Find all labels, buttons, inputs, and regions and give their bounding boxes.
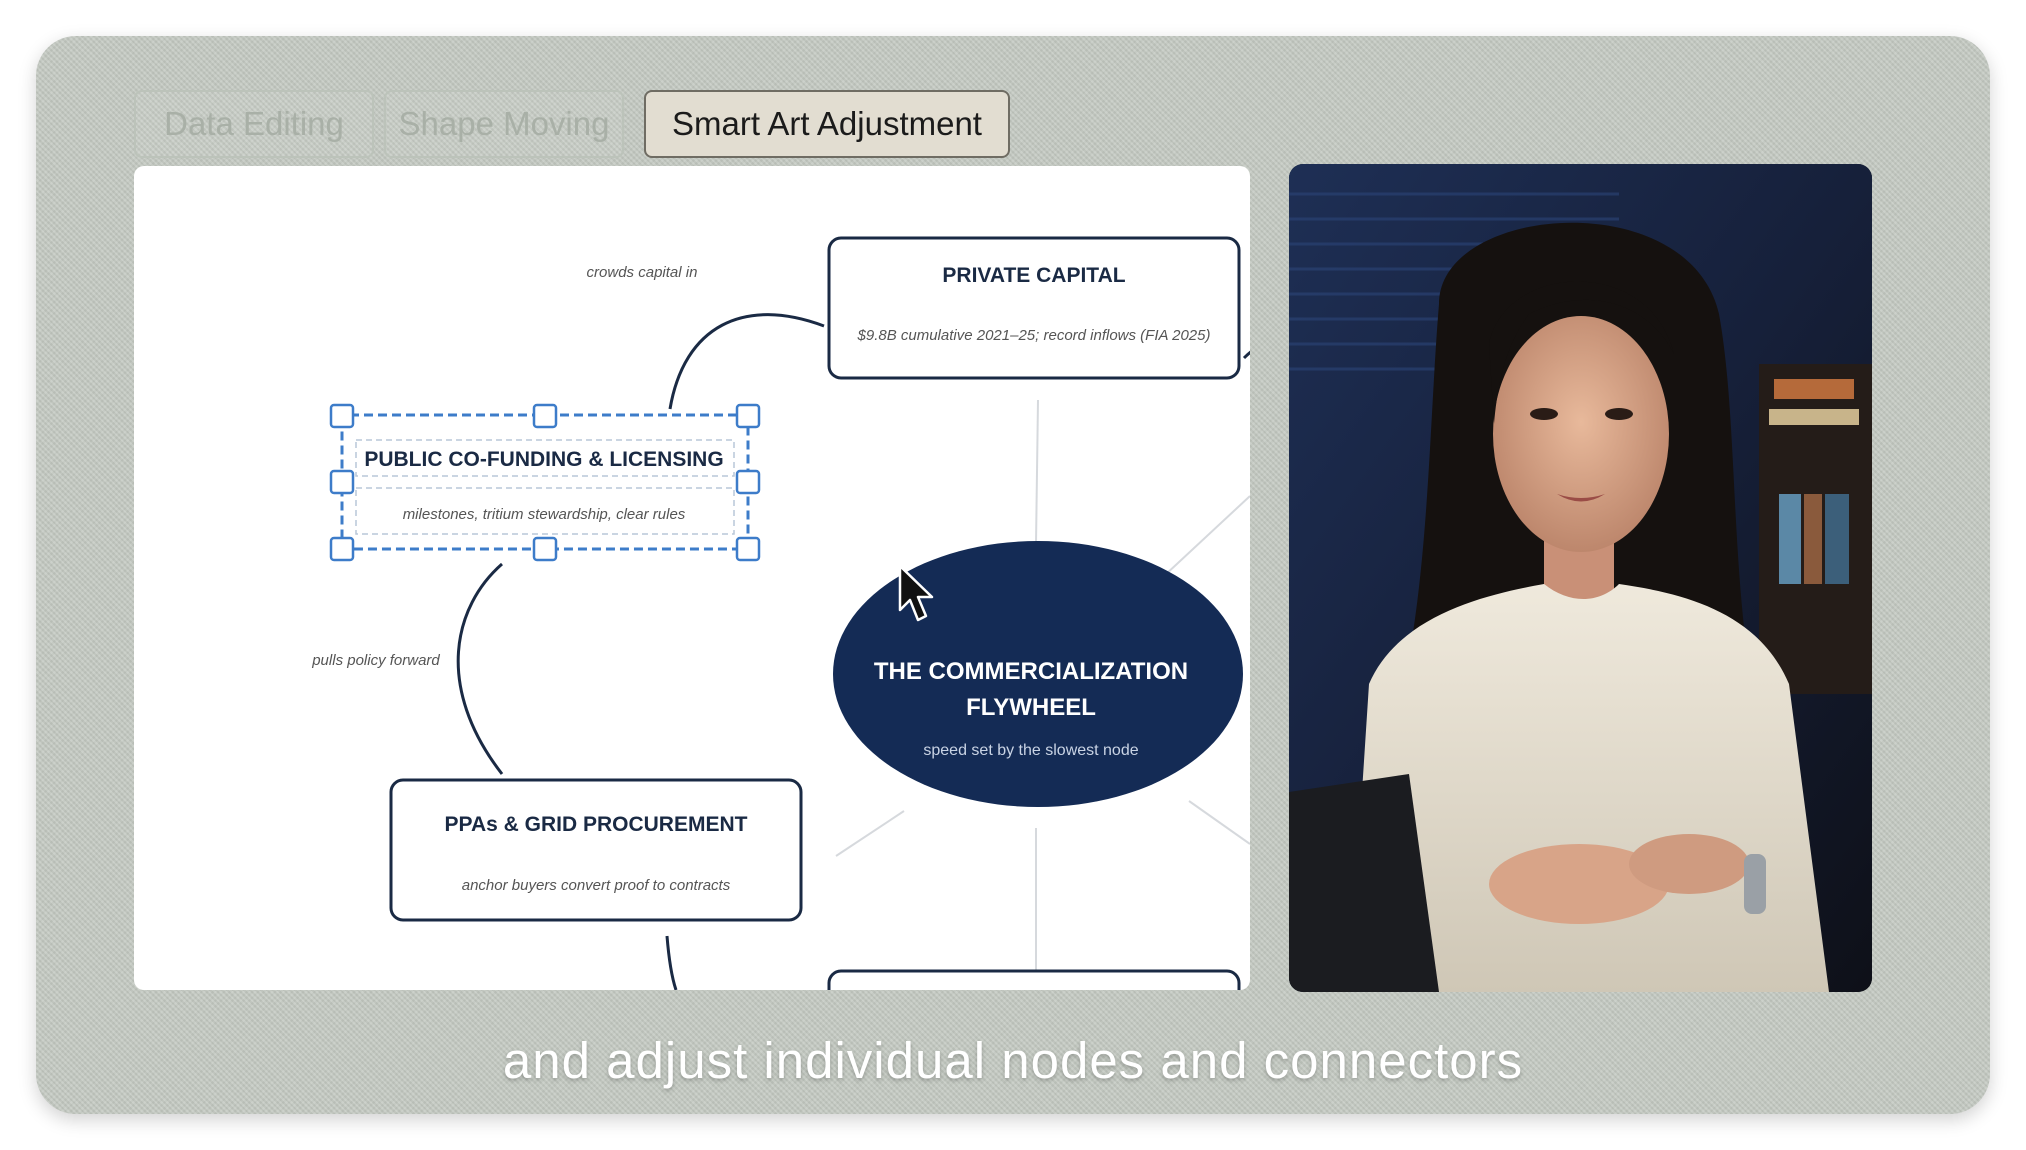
resize-handle-ne: [735, 403, 761, 429]
subtitle-text-box[interactable]: [355, 487, 735, 535]
hub-title-line2: FLYWHEEL: [966, 694, 1096, 721]
connector-top[interactable]: [668, 313, 825, 410]
connector-label-left[interactable]: pulls policy forward: [311, 652, 440, 669]
resize-handle-w: [329, 469, 355, 495]
node-ppas-grid-procurement[interactable]: PPAs & GRID PROCUREMENT anchor buyers co…: [389, 778, 803, 922]
hub-title-line1: THE COMMERCIALIZATION: [874, 658, 1188, 685]
connector-left[interactable]: [456, 562, 504, 775]
tab-data-editing[interactable]: Data Editing: [134, 90, 374, 158]
node-title: PRIVATE CAPITAL: [942, 264, 1125, 287]
resize-handle-nw: [329, 403, 355, 429]
node-bottom-partial[interactable]: [827, 969, 1241, 990]
node-title: PPAs & GRID PROCUREMENT: [445, 813, 748, 836]
selection-handles[interactable]: [329, 403, 761, 562]
slide-canvas[interactable]: crowds capital in pulls policy forward P…: [134, 166, 1250, 990]
smartart-diagram[interactable]: crowds capital in pulls policy forward P…: [134, 166, 1250, 990]
spoke-lines: [835, 399, 1250, 990]
resize-handle-s: [532, 536, 558, 562]
node-title: PUBLIC CO-FUNDING & LICENSING: [364, 448, 723, 471]
resize-handle-n: [532, 403, 558, 429]
tab-smart-art-adjustment[interactable]: Smart Art Adjustment: [644, 90, 1010, 158]
hub-node[interactable]: THE COMMERCIALIZATION FLYWHEEL speed set…: [833, 541, 1243, 807]
mouse-cursor-icon: [898, 564, 934, 622]
connector-label-top[interactable]: crowds capital in: [587, 264, 698, 281]
connector-right-stub[interactable]: [1242, 350, 1250, 360]
resize-handle-se: [735, 536, 761, 562]
presentation-frame: Data Editing Shape Moving Smart Art Adju…: [36, 36, 1990, 1114]
node-subtitle: anchor buyers convert proof to contracts: [462, 877, 731, 894]
tab-shape-moving[interactable]: Shape Moving: [384, 90, 624, 158]
node-public-co-funding[interactable]: PUBLIC CO-FUNDING & LICENSING milestones…: [340, 413, 750, 551]
node-subtitle: $9.8B cumulative 2021–25; record inflows…: [857, 327, 1211, 344]
node-private-capital[interactable]: PRIVATE CAPITAL $9.8B cumulative 2021–25…: [827, 236, 1241, 380]
hub-subtitle: speed set by the slowest node: [923, 742, 1138, 759]
presenter-video: [1289, 164, 1872, 992]
connector-bottom[interactable]: [665, 935, 678, 990]
subtitle-caption: and adjust individual nodes and connecto…: [502, 1032, 1524, 1089]
resize-handle-e: [735, 469, 761, 495]
node-subtitle: milestones, tritium stewardship, clear r…: [403, 506, 686, 523]
presenter-image: [1289, 164, 1872, 992]
title-text-box[interactable]: [355, 439, 735, 477]
resize-handle-sw: [329, 536, 355, 562]
